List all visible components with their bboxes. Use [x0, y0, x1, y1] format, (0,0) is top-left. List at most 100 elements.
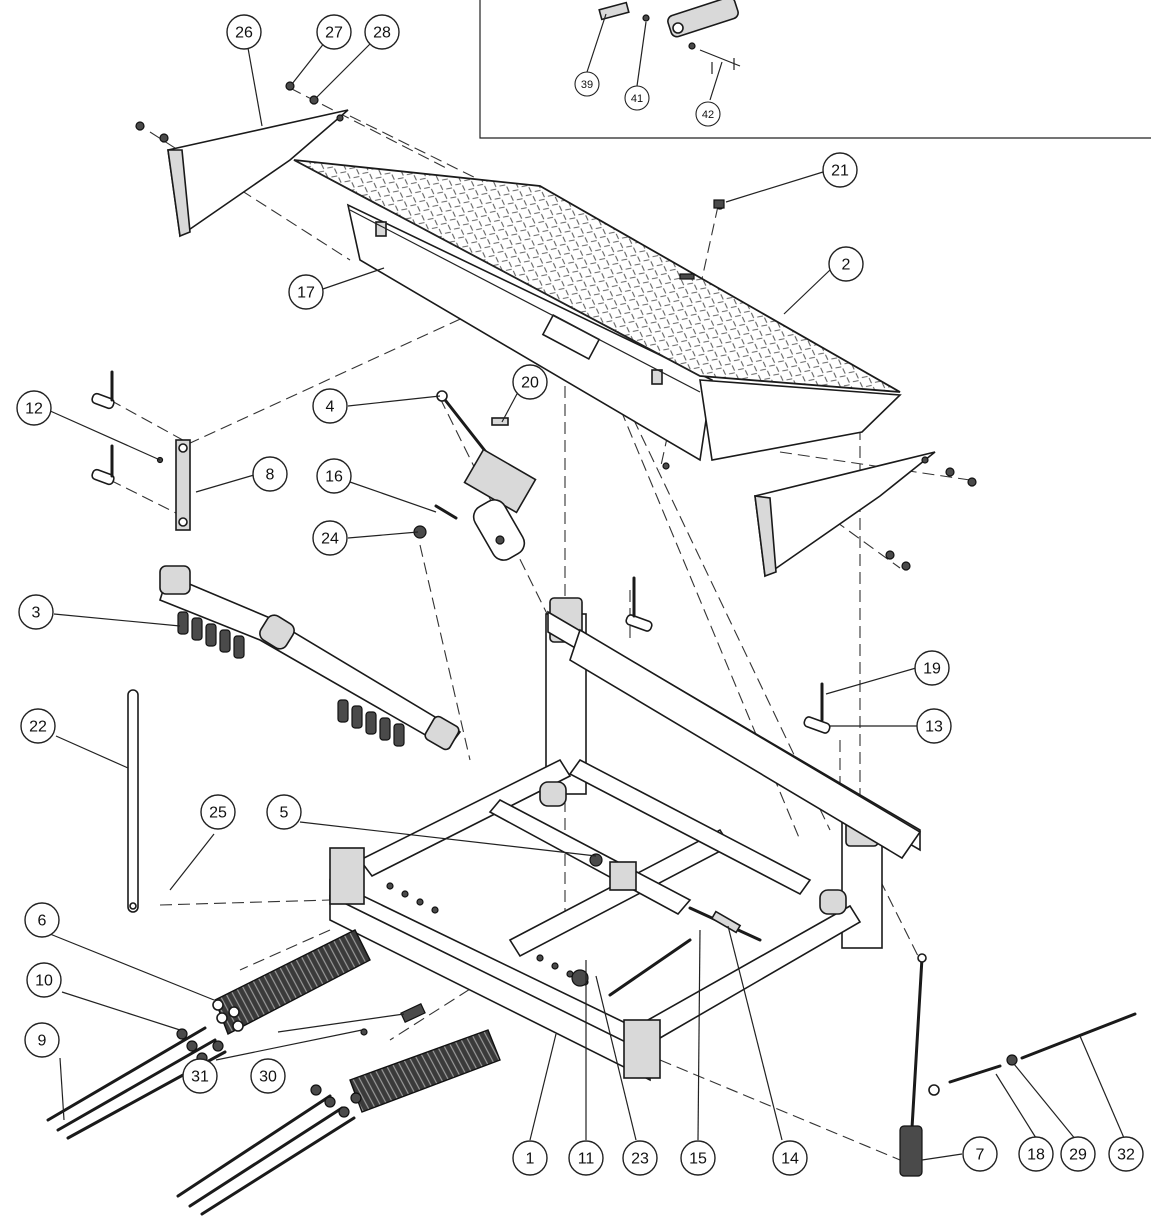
callout-15: 15 [680, 1140, 716, 1176]
cylinder-valve-block-upper [177, 611, 245, 659]
callout-label: 5 [280, 805, 289, 822]
callout-6: 6 [24, 902, 60, 938]
spring-anchor-parts [360, 1003, 426, 1036]
callout-label: 24 [321, 531, 339, 548]
callout-label: 28 [373, 25, 391, 42]
callout-25: 25 [200, 794, 236, 830]
callout-21: 21 [822, 152, 858, 188]
callout-label: 19 [923, 661, 941, 678]
callout-circle [962, 1136, 998, 1172]
release-chain-parts [928, 1012, 1137, 1096]
callout-circle [364, 14, 400, 50]
callout-circle [312, 520, 348, 556]
lip-cylinder-assembly [413, 390, 537, 561]
callout-circle [822, 152, 858, 188]
callout-4: 4 [312, 388, 348, 424]
callout-31: 31 [182, 1058, 218, 1094]
callout-label: 39 [581, 79, 593, 91]
callout-circle [20, 708, 56, 744]
callout-13: 13 [916, 708, 952, 744]
callout-10: 10 [26, 962, 62, 998]
callout-24: 24 [312, 520, 348, 556]
callout-18: 18 [1018, 1136, 1054, 1172]
callout-circle [316, 458, 352, 494]
callout-19: 19 [914, 650, 950, 686]
cylinder-valve-block-lower [337, 699, 405, 747]
spring-rods-lower [176, 1084, 362, 1216]
callout-28: 28 [364, 14, 400, 50]
callout-circle [18, 594, 54, 630]
callout-circle [568, 1140, 604, 1176]
callout-circle [26, 962, 62, 998]
callout-circle [182, 1058, 218, 1094]
inset-detail-panel [479, 0, 1151, 139]
leader-lines [47, 41, 1125, 1161]
callout-22: 22 [20, 708, 56, 744]
callout-circle [24, 1022, 60, 1058]
callout-42: 42 [695, 101, 721, 127]
callout-11: 11 [568, 1140, 604, 1176]
callout-label: 26 [235, 25, 253, 42]
callout-label: 12 [25, 401, 43, 418]
spring-pack-lower [349, 1029, 501, 1113]
callout-label: 32 [1117, 1147, 1135, 1164]
callout-29: 29 [1060, 1136, 1096, 1172]
callout-8: 8 [252, 456, 288, 492]
callout-20: 20 [512, 364, 548, 400]
dock-frame [329, 576, 922, 1082]
callout-39: 39 [574, 71, 600, 97]
callout-label: 1 [526, 1151, 535, 1168]
callout-17: 17 [288, 274, 324, 310]
callout-circle [512, 364, 548, 400]
callout-9: 9 [24, 1022, 60, 1058]
callout-16: 16 [316, 458, 352, 494]
callout-label: 31 [191, 1069, 209, 1086]
callout-label: 41 [631, 93, 643, 105]
callout-circle [680, 1140, 716, 1176]
callout-1: 1 [512, 1140, 548, 1176]
callout-label: 27 [325, 25, 343, 42]
callout-label: 16 [325, 469, 343, 486]
callout-circle [266, 794, 302, 830]
callout-circle [1108, 1136, 1144, 1172]
callout-circle [828, 246, 864, 282]
callout-7: 7 [962, 1136, 998, 1172]
callout-label: 20 [521, 375, 539, 392]
hinge-link [175, 439, 191, 531]
callout-label: 25 [209, 805, 227, 822]
callout-12: 12 [16, 390, 52, 426]
callout-label: 6 [38, 913, 47, 930]
callout-label: 13 [925, 719, 943, 736]
callout-circle [622, 1140, 658, 1176]
callout-circle [312, 388, 348, 424]
callout-circle [16, 390, 52, 426]
callout-23: 23 [622, 1140, 658, 1176]
callout-circle [624, 85, 650, 111]
callout-label: 42 [702, 109, 714, 121]
callout-label: 29 [1069, 1147, 1087, 1164]
callout-30: 30 [250, 1058, 286, 1094]
callout-circle [914, 650, 950, 686]
callout-label: 18 [1027, 1147, 1045, 1164]
callout-label: 9 [38, 1033, 47, 1050]
callout-label: 10 [35, 973, 53, 990]
callout-label: 7 [976, 1147, 985, 1164]
callout-14: 14 [772, 1140, 808, 1176]
callout-circle [288, 274, 324, 310]
callout-circle [1060, 1136, 1096, 1172]
callout-label: 22 [29, 719, 47, 736]
callout-circle [1018, 1136, 1054, 1172]
callout-label: 2 [842, 257, 851, 274]
inset-part-callouts: 39 41 42 [574, 71, 721, 127]
callout-label: 8 [266, 467, 275, 484]
callout-label: 17 [297, 285, 315, 302]
support-rod [127, 689, 139, 913]
hinge-pins [91, 370, 164, 486]
callout-circle [316, 14, 352, 50]
callout-label: 23 [631, 1151, 649, 1168]
callout-circle [695, 101, 721, 127]
callout-label: 30 [259, 1069, 277, 1086]
callout-circle [200, 794, 236, 830]
